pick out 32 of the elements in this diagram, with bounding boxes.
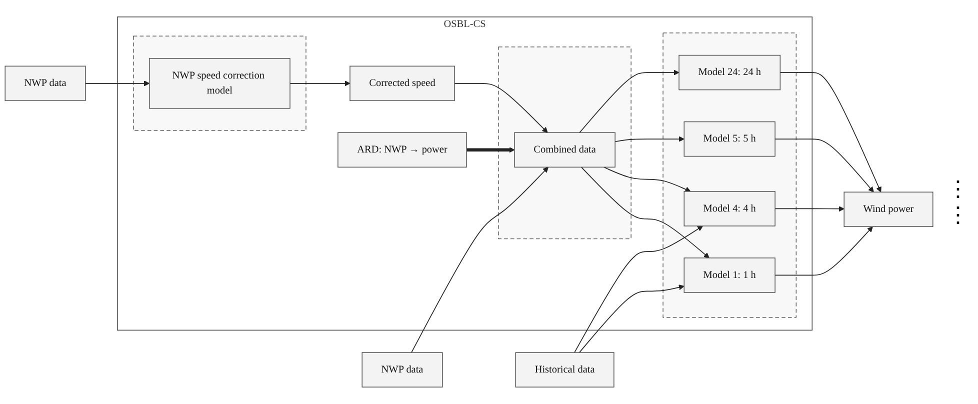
arrow [580, 166, 710, 258]
arrow [780, 72, 882, 192]
node-box: Model 1: 1 h [684, 258, 776, 293]
arrow [774, 226, 873, 276]
node-box: Historical data [515, 352, 614, 388]
arrow [454, 83, 548, 133]
node-box: Model 4: 4 h [684, 191, 776, 226]
arrow [614, 136, 684, 142]
arrow [411, 166, 548, 353]
cluster [498, 46, 632, 240]
node-box: NWP data [4, 66, 86, 102]
arrow [85, 80, 150, 86]
node-box: Corrected speed [350, 66, 455, 102]
ellipsis-mark: ⋮ [947, 202, 969, 228]
arrow [774, 138, 874, 192]
cluster [662, 32, 796, 318]
cluster [133, 36, 306, 132]
arrow [290, 80, 350, 86]
arrow [466, 147, 515, 153]
node-box: Model 5: 5 h [684, 121, 776, 157]
node-box: Combined data [514, 132, 616, 168]
node-box: ARD: NWP → power [338, 132, 467, 168]
arrow [774, 206, 844, 212]
arrow [574, 226, 704, 353]
node-box: NWP speed correction model [148, 58, 290, 109]
arrow [579, 70, 680, 134]
arrow [578, 284, 684, 353]
arrow [603, 166, 691, 192]
node-box: Wind power [844, 192, 934, 227]
ellipsis-mark: ⋮ [947, 176, 969, 202]
node-box: Model 24: 24 h [678, 54, 781, 90]
node-box: NWP data [362, 352, 443, 388]
